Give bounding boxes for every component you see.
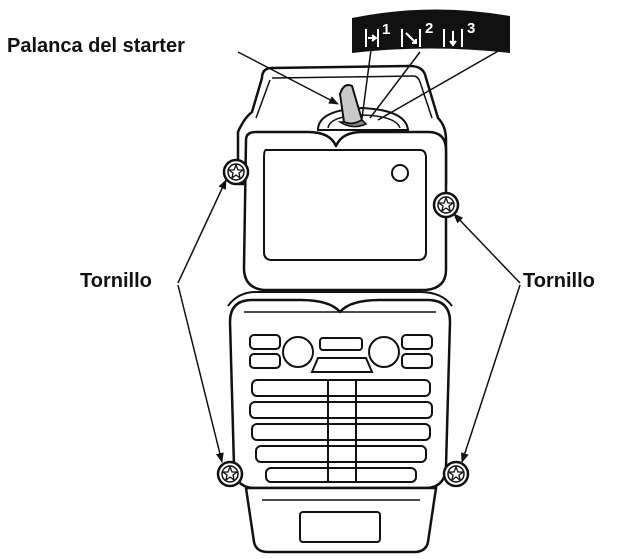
screw-label-right: Tornillo bbox=[523, 270, 595, 292]
choke-position-badge: 1 2 3 bbox=[352, 9, 510, 53]
badge-leader-2 bbox=[369, 51, 421, 119]
window-indicator-circle bbox=[391, 164, 409, 182]
lever-leader-arrow bbox=[237, 51, 339, 105]
choke-position-3: 3 bbox=[467, 20, 475, 37]
bottom-tab bbox=[244, 486, 438, 554]
screw-left-leader-lower bbox=[177, 284, 224, 463]
screw-right-leader-upper bbox=[453, 213, 521, 284]
choke-closed-icon bbox=[365, 29, 379, 47]
screw-left-leader-upper bbox=[177, 179, 227, 284]
starter-lever-label: Palanca del starter bbox=[7, 35, 185, 57]
badge-leader-3 bbox=[377, 49, 501, 121]
choke-position-1: 1 bbox=[382, 21, 390, 38]
screw-label-left: Tornillo bbox=[80, 270, 152, 292]
leader-lines bbox=[177, 49, 521, 463]
starter-lever-dome bbox=[316, 106, 410, 131]
starter-lever bbox=[337, 84, 368, 128]
grille bbox=[249, 334, 433, 483]
badge-leader-1 bbox=[361, 49, 372, 119]
choke-open-icon bbox=[443, 29, 463, 47]
screw-upper-right bbox=[432, 191, 460, 219]
screw-head-icon bbox=[227, 163, 245, 180]
screw-lower-right bbox=[442, 460, 470, 488]
screw-lower-left bbox=[216, 460, 244, 488]
screw-head-icon bbox=[221, 465, 239, 482]
screw-upper-left bbox=[222, 158, 250, 186]
window-panel bbox=[242, 130, 448, 292]
screw-head-icon bbox=[437, 196, 455, 213]
choke-half-icon bbox=[401, 29, 421, 47]
screw-head-icon bbox=[447, 465, 465, 482]
screw-right-leader-lower bbox=[461, 284, 521, 463]
choke-position-2: 2 bbox=[425, 20, 433, 37]
